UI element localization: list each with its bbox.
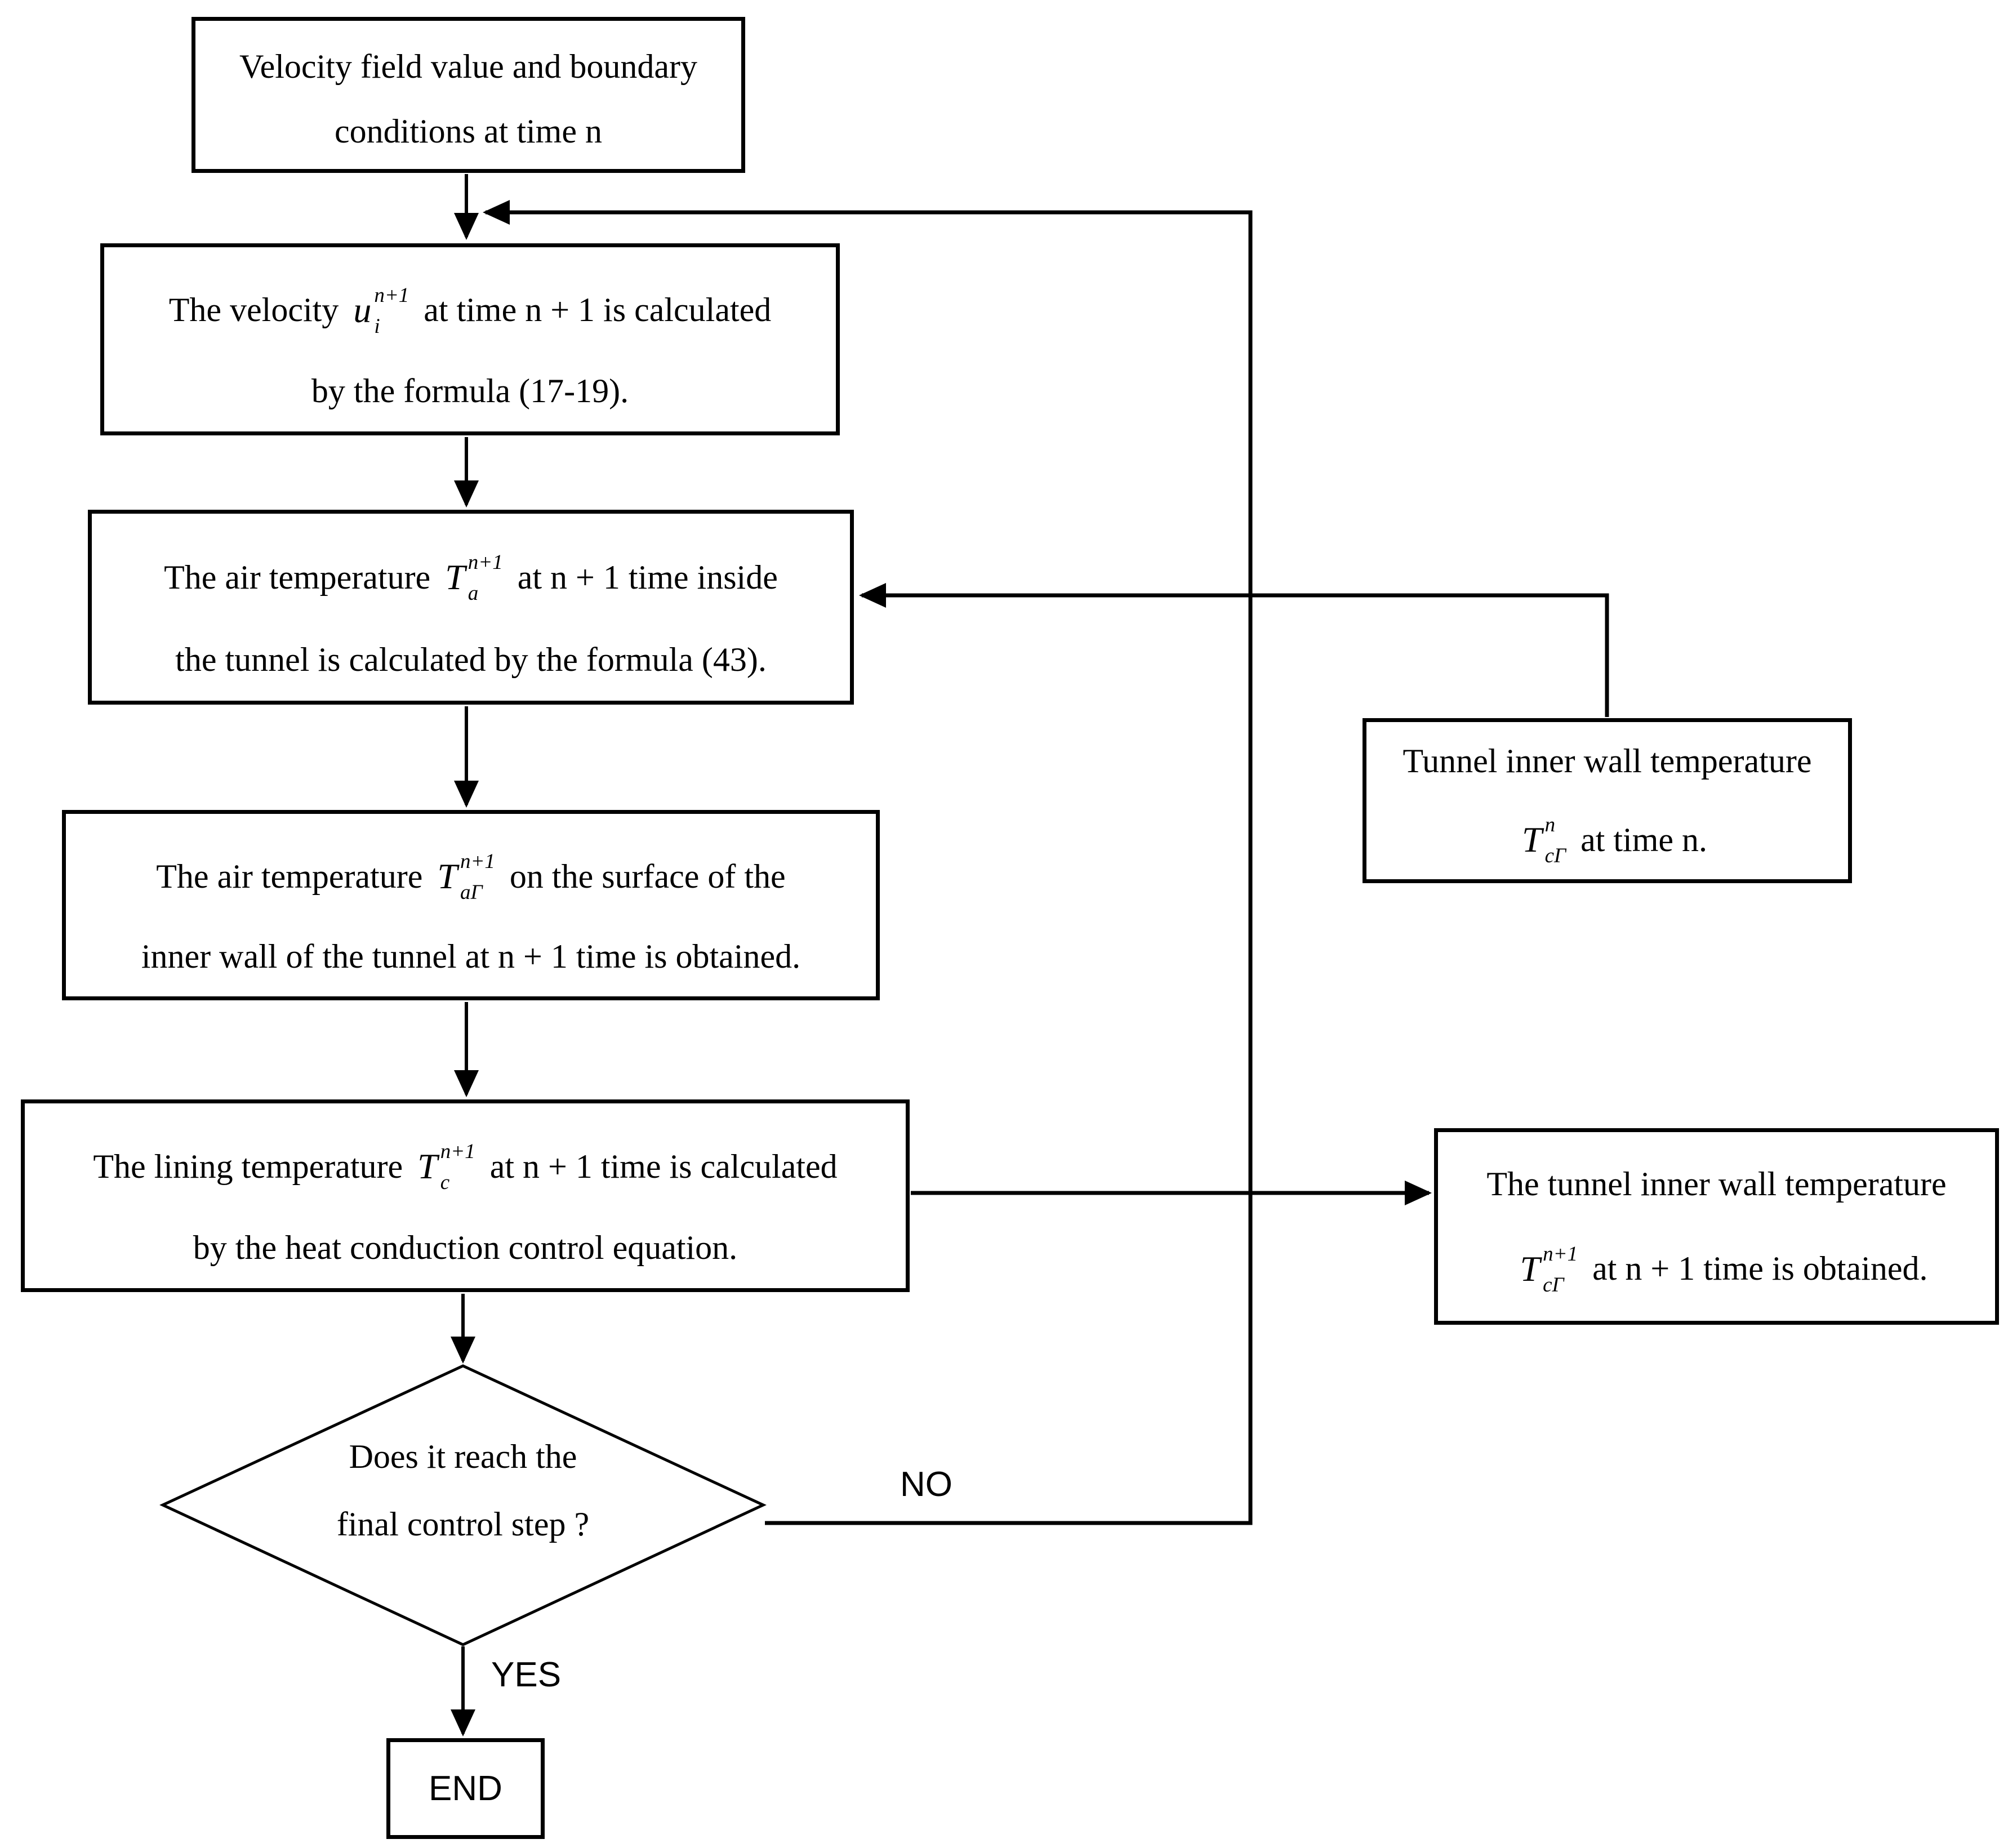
process-box-air-temp: The air temperature T n+1 a at n + 1 tim… bbox=[88, 510, 854, 705]
wall-temp-n-line2: T n cΓ at time n. bbox=[1507, 801, 1707, 880]
velocity-line2: by the formula (17-19). bbox=[311, 372, 629, 409]
process-box-velocity: The velocity u n+1 i at time n + 1 is ca… bbox=[100, 243, 840, 435]
math-superscript: n+1 bbox=[1543, 1242, 1578, 1266]
velocity-text-pre: The velocity bbox=[168, 291, 339, 329]
math-base: u bbox=[353, 290, 372, 330]
wall-temp-n1-line1: The tunnel inner wall temperature bbox=[1486, 1165, 1947, 1203]
air-temp-wall-line2: inner wall of the tunnel at n + 1 time i… bbox=[141, 937, 801, 975]
edge-label-yes: YES bbox=[491, 1655, 562, 1694]
math-base: T bbox=[445, 557, 465, 597]
air-temp-text-post: at n + 1 time inside bbox=[517, 558, 778, 596]
lining-temp-line2: by the heat conduction control equation. bbox=[193, 1228, 738, 1266]
math-base: T bbox=[437, 856, 457, 896]
lining-temp-text-post: at n + 1 time is calculated bbox=[489, 1147, 838, 1185]
air-temp-line1: The air temperature T n+1 a at n + 1 tim… bbox=[164, 536, 778, 618]
math-subscript: aΓ bbox=[460, 881, 483, 904]
math-subscript: i bbox=[374, 314, 380, 338]
terminator-box-end: END bbox=[386, 1738, 545, 1839]
start-line2: conditions at time n bbox=[335, 112, 602, 150]
connector-no-loop bbox=[483, 200, 1253, 1525]
math-subscript: c bbox=[440, 1171, 450, 1194]
math-subscript: cΓ bbox=[1544, 844, 1566, 868]
decision-line1: Does it reach the bbox=[349, 1438, 577, 1475]
wall-temp-n-line1: Tunnel inner wall temperature bbox=[1403, 742, 1812, 780]
math-base: T bbox=[1520, 1248, 1540, 1289]
math-superscript: n+1 bbox=[440, 1140, 475, 1163]
math-superscript: n bbox=[1544, 813, 1556, 837]
math-symbol-u: u n+1 i bbox=[353, 285, 409, 337]
math-superscript: n+1 bbox=[374, 283, 409, 307]
data-box-wall-temp-n: Tunnel inner wall temperature T n cΓ at … bbox=[1363, 718, 1852, 883]
process-box-air-temp-wall: The air temperature T n+1 aΓ on the surf… bbox=[62, 810, 880, 1000]
math-symbol-TcGamma-n1: T n+1 cΓ bbox=[1520, 1244, 1578, 1295]
air-temp-text-pre: The air temperature bbox=[164, 558, 431, 596]
math-subscript: a bbox=[468, 582, 479, 605]
decision-diamond-shape bbox=[159, 1364, 767, 1646]
wall-temp-n1-text-post: at n + 1 time is obtained. bbox=[1592, 1250, 1928, 1287]
lining-temp-line1: The lining temperature T n+1 c at n + 1 … bbox=[93, 1126, 837, 1207]
wall-temp-n-text-post: at time n. bbox=[1580, 821, 1708, 858]
process-box-lining-temp: The lining temperature T n+1 c at n + 1 … bbox=[21, 1099, 910, 1292]
velocity-text-post: at time n + 1 is calculated bbox=[424, 291, 772, 329]
end-label: END bbox=[429, 1769, 502, 1808]
math-superscript: n+1 bbox=[460, 850, 495, 873]
connector-walltempn-to-airtemp bbox=[859, 583, 1609, 717]
math-base: T bbox=[1521, 820, 1542, 860]
air-temp-wall-text-post: on the surface of the bbox=[509, 857, 786, 895]
wall-temp-n1-line2: T n+1 cΓ at n + 1 time is obtained. bbox=[1506, 1227, 1928, 1311]
lining-temp-text-pre: The lining temperature bbox=[93, 1147, 403, 1185]
start-line1: Velocity field value and boundary bbox=[239, 47, 698, 85]
velocity-line1: The velocity u n+1 i at time n + 1 is ca… bbox=[169, 270, 772, 351]
math-symbol-TaGamma: T n+1 aΓ bbox=[437, 851, 495, 903]
process-box-start: Velocity field value and boundary condit… bbox=[192, 17, 745, 173]
air-temp-wall-line1: The air temperature T n+1 aΓ on the surf… bbox=[156, 836, 785, 916]
math-symbol-Tc: T n+1 c bbox=[417, 1141, 475, 1193]
air-temp-wall-text-pre: The air temperature bbox=[156, 857, 423, 895]
math-symbol-Ta: T n+1 a bbox=[445, 552, 503, 604]
decision-line2: final control step ? bbox=[336, 1506, 590, 1543]
edge-label-no: NO bbox=[900, 1465, 952, 1504]
decision-node: Does it reach the final control step ? bbox=[275, 1437, 651, 1573]
math-superscript: n+1 bbox=[468, 551, 503, 574]
data-box-wall-temp-n1: The tunnel inner wall temperature T n+1 … bbox=[1434, 1128, 1999, 1325]
math-base: T bbox=[417, 1146, 438, 1186]
math-symbol-TcGamma-n: T n cΓ bbox=[1521, 814, 1566, 866]
air-temp-line2: the tunnel is calculated by the formula … bbox=[175, 640, 767, 678]
math-subscript: cΓ bbox=[1543, 1273, 1564, 1297]
